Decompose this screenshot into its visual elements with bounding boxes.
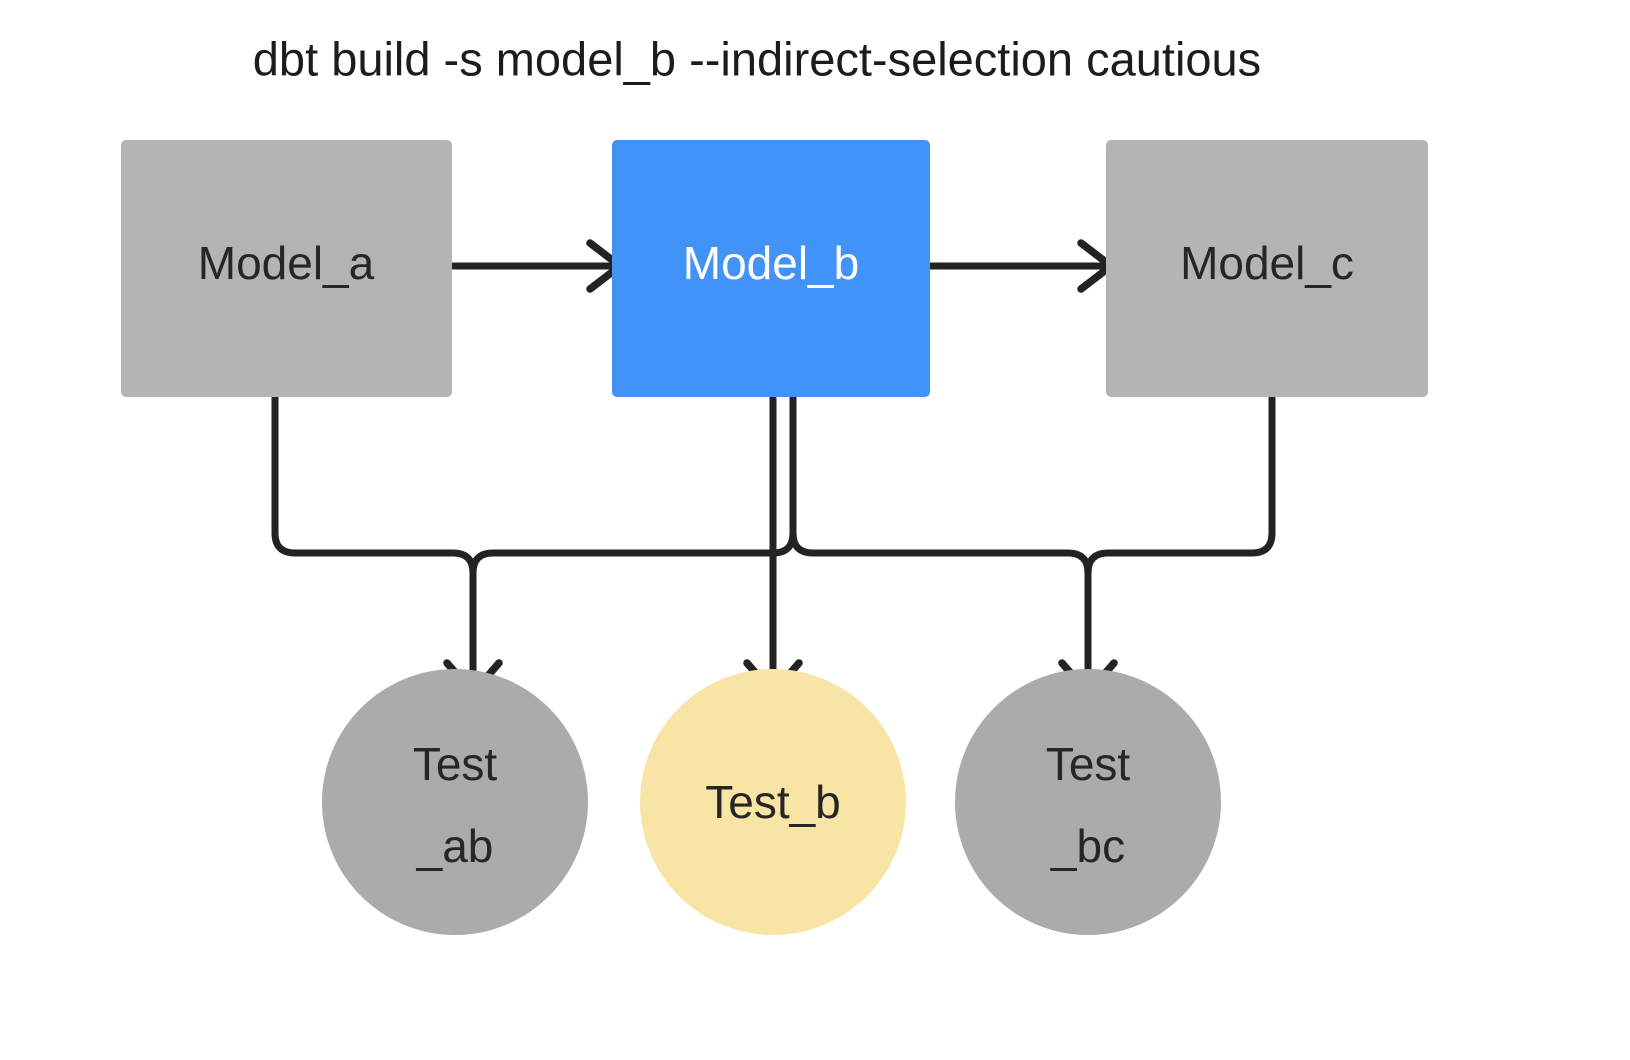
node-model-a-shape[interactable] — [121, 140, 452, 397]
diagram-title: dbt build -s model_b --indirect-selectio… — [253, 32, 1261, 85]
node-model-a-label: Model_a — [198, 237, 375, 289]
node-test-ab-label-line2: _ab — [416, 820, 494, 872]
node-test-bc[interactable]: Test _bc — [955, 669, 1221, 935]
node-model-c[interactable]: Model_c — [1106, 140, 1428, 397]
node-test-bc-shape[interactable] — [955, 669, 1221, 935]
node-test-bc-label-line2: _bc — [1050, 820, 1125, 872]
node-test-b[interactable]: Test_b — [640, 669, 906, 935]
node-model-b-shape[interactable] — [612, 140, 930, 397]
node-test-ab-label-line1: Test — [413, 738, 498, 790]
node-test-b-shape[interactable] — [640, 669, 906, 935]
node-model-c-label: Model_c — [1180, 237, 1354, 289]
test-node-layer: Test _ab Test_b Test _bc — [322, 669, 1221, 935]
edge-model-a-to-model-b — [448, 239, 624, 293]
node-test-b-label-line1: Test_b — [705, 776, 841, 828]
edge-model-b-to-test-ab — [469, 393, 797, 577]
node-test-bc-label-line1: Test — [1046, 738, 1131, 790]
node-test-ab[interactable]: Test _ab — [322, 669, 588, 935]
node-model-b[interactable]: Model_b — [612, 140, 930, 397]
edge-model-b-to-model-c — [926, 239, 1115, 293]
edge-model-b-to-test-bc — [789, 393, 1118, 697]
node-test-ab-shape[interactable] — [322, 669, 588, 935]
edge-model-a-to-test-ab — [271, 393, 503, 697]
node-model-c-shape[interactable] — [1106, 140, 1428, 397]
node-model-a[interactable]: Model_a — [121, 140, 452, 397]
edge-model-c-to-test-bc — [1084, 393, 1276, 577]
node-model-b-label: Model_b — [683, 237, 859, 289]
model-node-layer: Model_a Model_b Model_c — [121, 140, 1428, 397]
